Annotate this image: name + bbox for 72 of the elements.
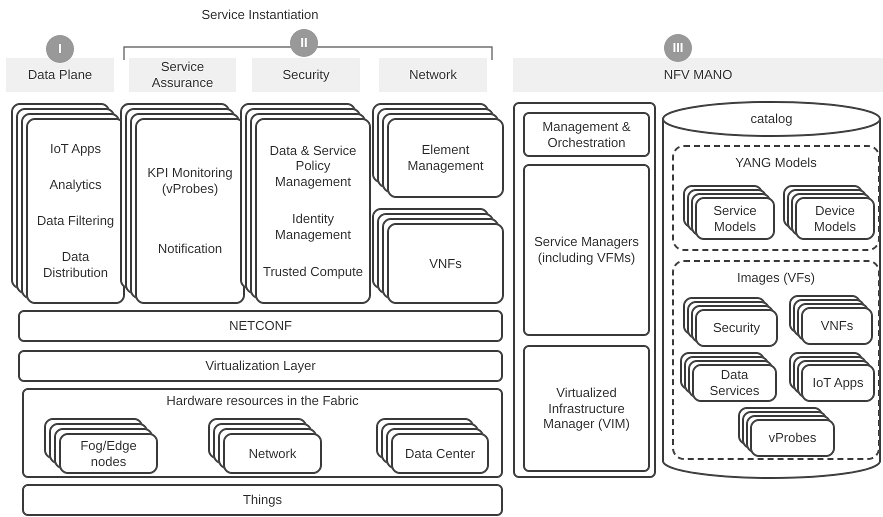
badge-numeral: III: [672, 40, 684, 56]
card-text: Analytics: [49, 177, 102, 193]
layer-box: [523, 112, 650, 157]
card-text: IoT Apps: [812, 375, 864, 391]
catalog-cylinder: [662, 102, 881, 478]
stacked-card: [240, 103, 371, 304]
header-text: Data Plane: [28, 67, 92, 83]
layer-box: [18, 310, 503, 342]
layer-box: [22, 388, 503, 478]
header-text: Security: [282, 67, 330, 83]
section-header: [513, 58, 883, 92]
stacked-card: [789, 352, 875, 402]
section-header: [6, 58, 114, 92]
stacked-card: [372, 208, 504, 304]
bracket-label: Service Instantiation: [200, 7, 320, 23]
box-text: NETCONF: [229, 318, 292, 334]
layer-box: [523, 164, 650, 336]
box-text: Management & Orchestration: [541, 118, 632, 150]
group-title: YANG Models: [735, 155, 817, 171]
numbered-badge: [290, 29, 318, 57]
stacked-card: [11, 103, 125, 304]
stacked-card: [789, 295, 873, 345]
stacked-card: [683, 297, 778, 347]
cylinder-title: catalog: [750, 111, 792, 127]
header-text: NFV MANO: [664, 67, 732, 83]
card-text: Notification: [158, 241, 222, 257]
card-text: Data & Service Policy Management: [268, 142, 358, 190]
card-text: KPI Monitoring (vProbes): [146, 165, 234, 197]
card-text: Fog/Edge nodes: [79, 438, 138, 470]
group-title: Images (VFs): [736, 270, 815, 286]
stacked-card: [683, 185, 775, 240]
dashed-group: [672, 260, 880, 460]
card-text: IoT Apps: [50, 141, 102, 157]
card-text: Data Filtering: [36, 213, 114, 229]
stacked-card: [372, 103, 504, 198]
dashed-group: [672, 145, 880, 251]
box-text: Hardware resources in the Fabric: [166, 393, 359, 409]
container-box: [513, 102, 656, 478]
card-text: Data Distribution: [42, 249, 110, 281]
card-text: Network: [248, 446, 296, 462]
stacked-card: [376, 418, 489, 474]
card-text: Device Models: [813, 202, 857, 234]
header-text: Network: [409, 67, 457, 83]
numbered-badge: [664, 34, 692, 62]
card-text: Element Management: [406, 142, 484, 174]
card-text: Service Models: [712, 202, 758, 234]
numbered-badge: [46, 35, 74, 63]
card-text: vProbes: [768, 430, 816, 446]
box-text: Virtualized Infrastructure Manager (VIM): [542, 385, 631, 432]
card-text: Trusted Compute: [263, 264, 363, 280]
section-header: [252, 58, 360, 92]
box-text: Things: [242, 492, 282, 508]
stacked-card: [208, 418, 322, 474]
layer-box: [18, 350, 503, 382]
card-text: VNFs: [429, 256, 462, 272]
card-text: Identity Management: [274, 211, 352, 242]
card-text: Security: [713, 320, 760, 336]
stacked-card: [44, 418, 158, 474]
card-text: Data Center: [404, 446, 476, 462]
card-text: Data Services: [708, 367, 760, 399]
layer-box: [22, 484, 503, 516]
box-text: Virtualization Layer: [205, 358, 316, 374]
stacked-card: [120, 103, 245, 304]
stacked-card: [783, 185, 875, 240]
box-text: Service Managers (including VFMs): [533, 234, 640, 266]
badge-numeral: II: [300, 35, 308, 51]
stacked-card: [738, 407, 835, 457]
stacked-card: [680, 352, 777, 402]
layer-box: [523, 345, 650, 472]
card-text: VNFs: [820, 318, 854, 334]
badge-numeral: I: [58, 41, 62, 57]
header-text: Service Assurance: [150, 59, 214, 91]
